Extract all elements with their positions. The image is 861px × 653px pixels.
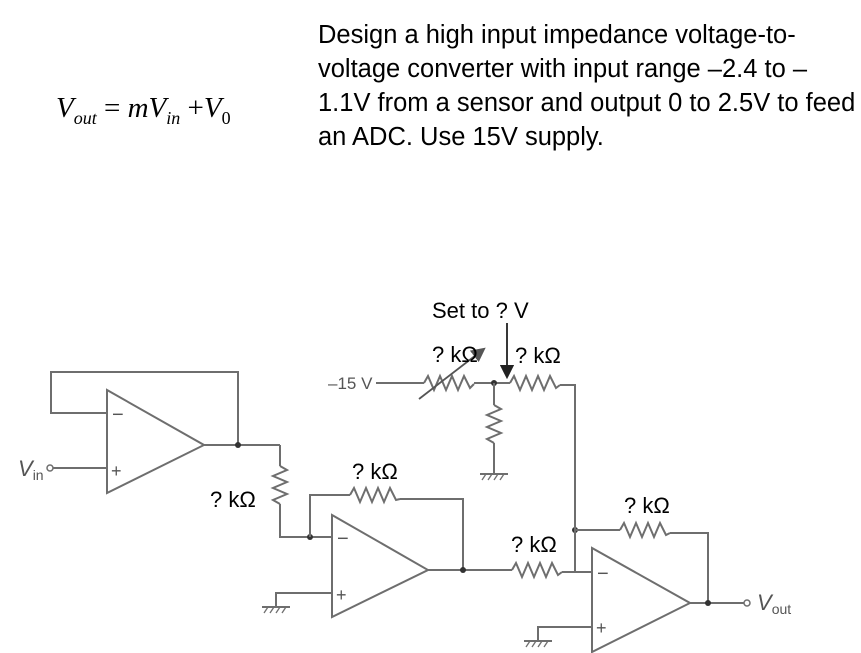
opamp-buffer-plus: + xyxy=(111,461,122,481)
opamp-inverting-triangle xyxy=(331,513,431,619)
slope-symbol: m xyxy=(127,92,149,124)
v0-subscript: 0 xyxy=(221,108,231,128)
plus-sign: + xyxy=(187,92,204,124)
potentiometer-label: ? kΩ xyxy=(432,342,478,367)
wire xyxy=(670,532,709,603)
opamp-inverting-plus: + xyxy=(336,585,347,605)
divider-right-resistor xyxy=(509,373,561,393)
input-series-resistor-label: ? kΩ xyxy=(210,487,256,512)
divider-bottom-resistor xyxy=(484,404,504,444)
opamp-summing-triangle xyxy=(591,546,693,653)
vin-subscript: in xyxy=(166,108,181,128)
divider-right-resistor-label: ? kΩ xyxy=(515,343,561,368)
opamp-summing-minus: − xyxy=(597,563,609,585)
stage3-input-resistor-label: ? kΩ xyxy=(511,532,557,557)
offset-potentiometer xyxy=(423,373,475,393)
opamp-summing-plus: + xyxy=(596,618,607,638)
vout-label: Vout xyxy=(757,590,791,617)
opamp-summing: − + xyxy=(591,546,693,653)
wire xyxy=(275,592,332,607)
opamp-inverting-minus: − xyxy=(337,528,349,550)
junction-dot xyxy=(235,442,241,448)
junction-dot xyxy=(705,600,711,606)
junction-dot xyxy=(460,567,466,573)
wire xyxy=(560,384,576,392)
opamp-buffer-minus: − xyxy=(112,404,124,426)
vin-symbol: V xyxy=(148,92,167,124)
wire xyxy=(309,494,350,537)
problem-statement: Design a high input impedance voltage-to… xyxy=(318,21,856,151)
ground-icon xyxy=(480,473,508,481)
vout-symbol: V xyxy=(56,92,74,124)
opamp-inverting: − + xyxy=(331,513,431,619)
wire xyxy=(279,504,332,538)
vin-terminal xyxy=(46,464,54,472)
potentiometer-adjust-arrow-icon xyxy=(418,347,486,400)
vout-subscript: out xyxy=(73,108,97,128)
opamp-buffer: − + xyxy=(106,388,207,495)
stage3-input-resistor xyxy=(511,560,563,580)
wire xyxy=(537,626,592,641)
vout-terminal xyxy=(743,599,751,607)
ground-icon xyxy=(262,606,290,614)
ground-icon xyxy=(524,640,552,648)
stage3-feedback-resistor-label: ? kΩ xyxy=(624,493,670,518)
wiper-label: Set to ? V xyxy=(432,298,529,323)
equals-sign: = xyxy=(103,92,121,124)
stage2-feedback-resistor xyxy=(349,485,401,505)
v0-symbol: V xyxy=(203,92,222,124)
supply-label: –15 V xyxy=(328,374,373,393)
wire xyxy=(400,498,464,570)
stage2-feedback-resistor-label: ? kΩ xyxy=(352,459,398,484)
input-series-resistor xyxy=(270,465,290,505)
vin-label: Vin xyxy=(18,456,44,483)
opamp-buffer-triangle xyxy=(106,388,207,495)
transfer-equation: Vout = mVin +V0 xyxy=(56,92,231,129)
stage3-feedback-resistor xyxy=(619,520,671,540)
buffer-feedback-wire xyxy=(50,371,239,445)
